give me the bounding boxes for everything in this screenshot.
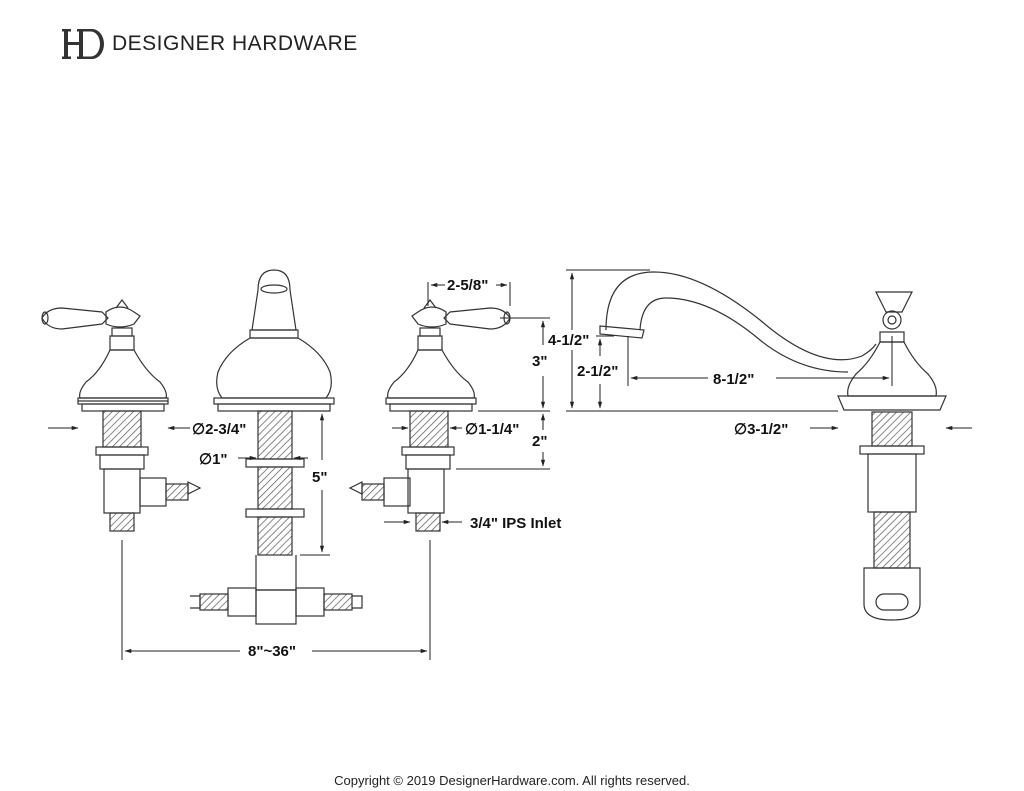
dim-dia-inlet: ∅1-1/4" — [465, 421, 519, 438]
spout-side-view — [599, 271, 947, 621]
dh-monogram-logo — [62, 29, 104, 59]
dimension-lines — [48, 269, 972, 660]
brand-header: DESIGNER HARDWARE — [62, 26, 358, 62]
dim-dia-flange: ∅2-3/4" — [192, 421, 246, 438]
dim-height-5: 5" — [312, 469, 327, 486]
dim-spout-height: 4-1/2" — [548, 332, 589, 349]
center-spout-front — [190, 269, 363, 625]
brand-name: DESIGNER HARDWARE — [112, 32, 358, 55]
inlet-label: 3/4" IPS Inlet — [470, 515, 561, 532]
dim-dia-shank: ∅1" — [199, 451, 228, 468]
dim-spread: 8"~36" — [248, 643, 296, 660]
dim-spout-clearance: 2-1/2" — [577, 363, 618, 380]
dim-shank-length: 2" — [532, 433, 547, 450]
dim-handle-height: 3" — [532, 353, 547, 370]
dim-spout-reach: 8-1/2" — [713, 371, 754, 388]
dim-spout-base-dia: ∅3-1/2" — [734, 421, 788, 438]
left-handle-valve — [41, 299, 202, 532]
dimension-labels: ∅2-3/4" ∅1" 5" 8"~36" 2-5/8" 3" ∅1-1/4" … — [192, 277, 788, 660]
dim-handle-reach: 2-5/8" — [447, 277, 488, 294]
copyright-text: Copyright © 2019 DesignerHardware.com. A… — [334, 773, 690, 788]
right-handle-valve — [348, 299, 511, 532]
